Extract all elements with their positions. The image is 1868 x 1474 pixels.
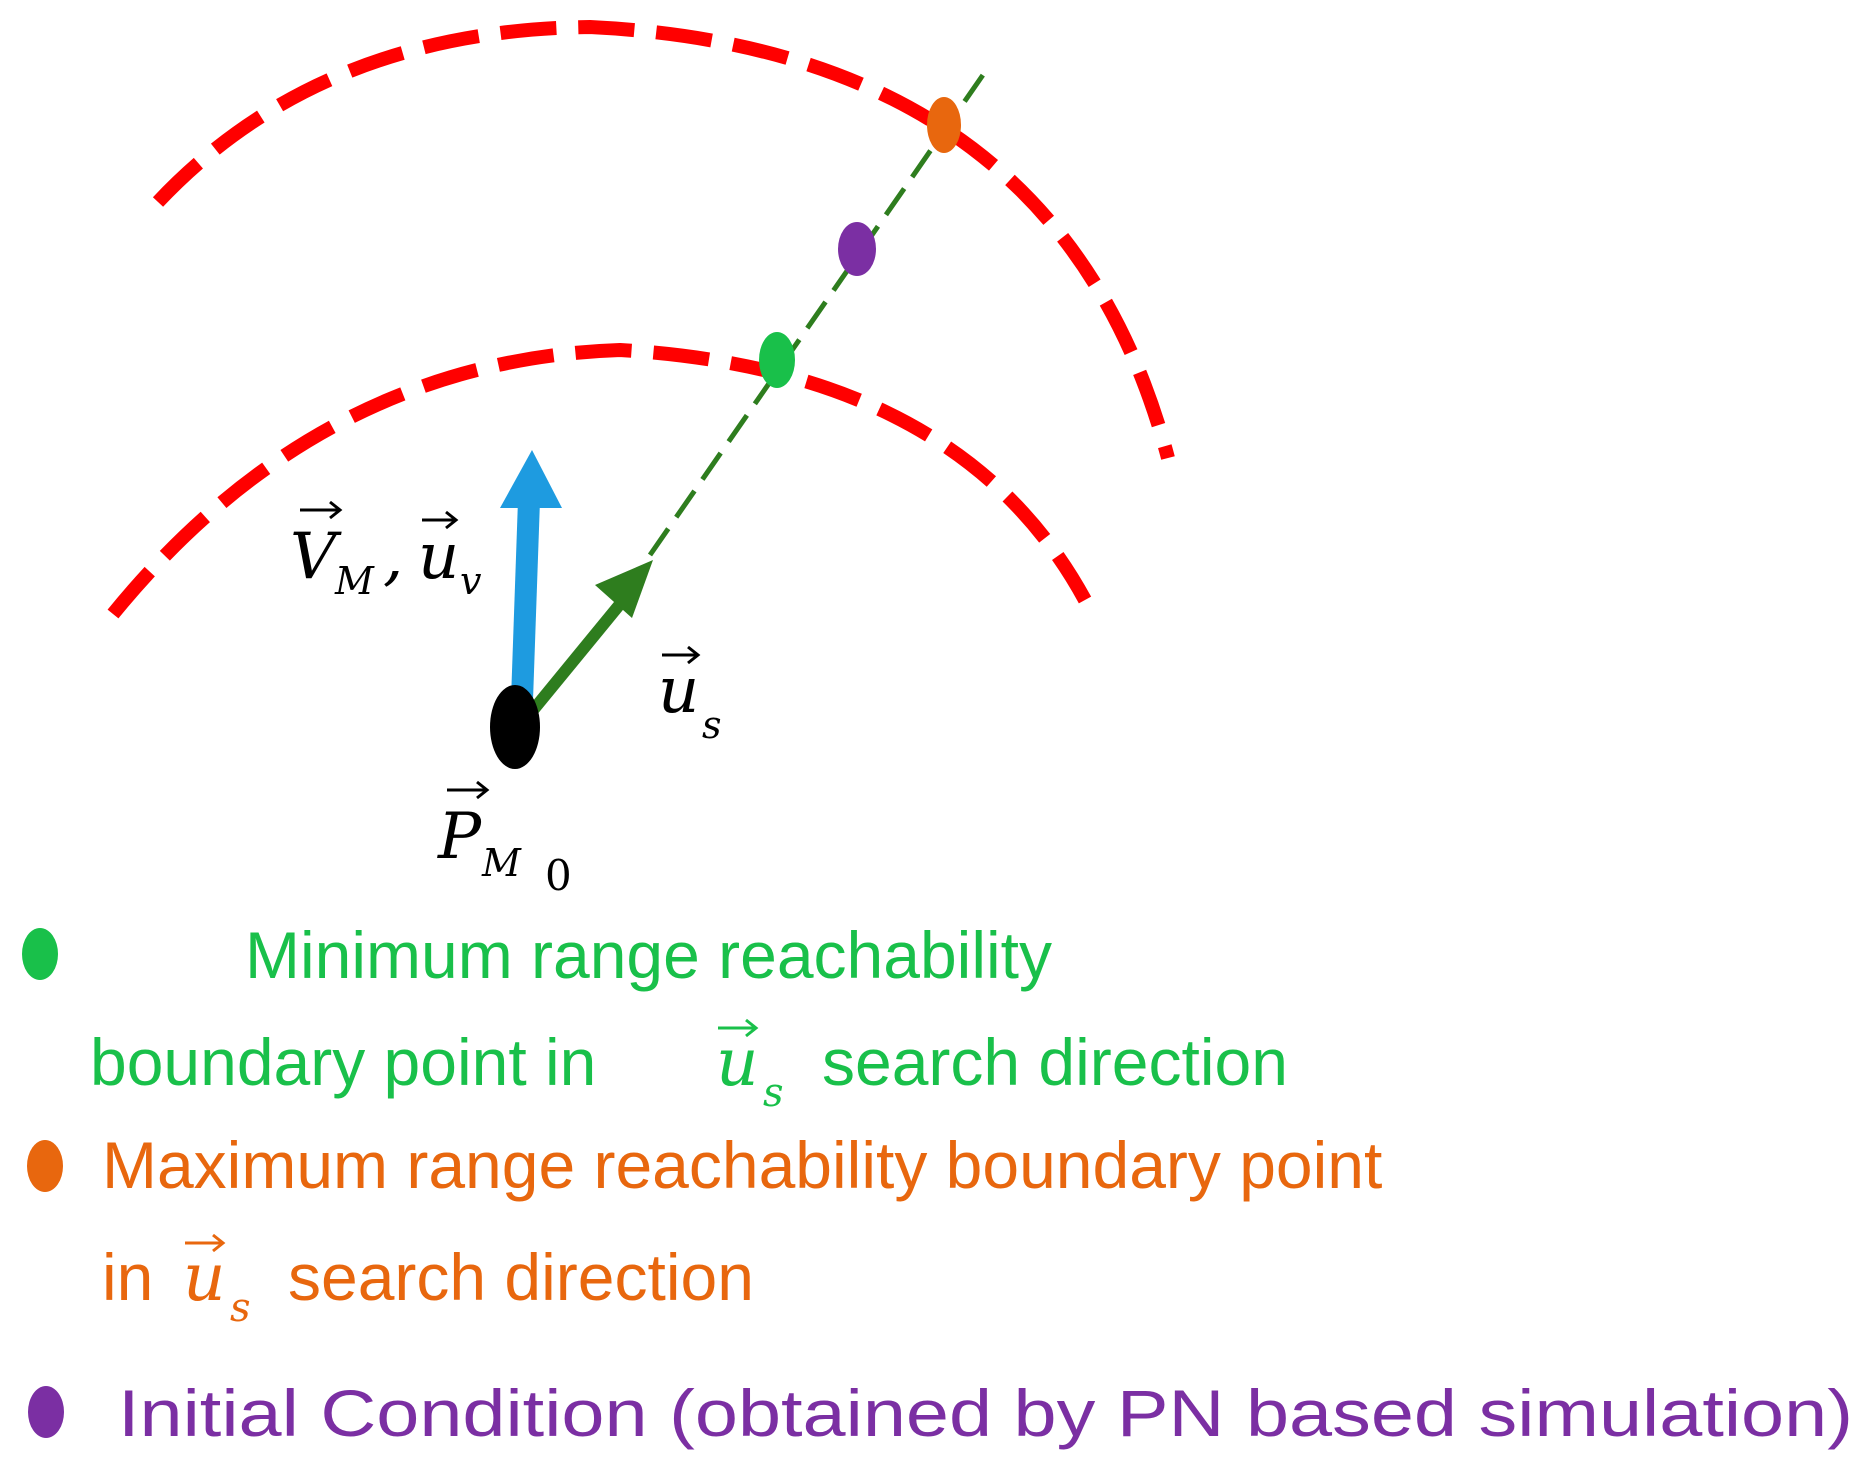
velocity-label-second-sub: v xyxy=(460,559,482,603)
min-range-point xyxy=(759,332,795,388)
initial-condition-point xyxy=(838,222,876,276)
vector-arrow-icon xyxy=(662,645,701,665)
search-label-main: u xyxy=(658,654,699,728)
search-direction-label: u s xyxy=(658,645,722,747)
position-label-sub2: 0 xyxy=(545,851,572,900)
initial-position-point xyxy=(490,685,540,769)
velocity-label-second: u xyxy=(418,520,459,594)
position-label-main: P xyxy=(437,800,482,874)
position-label-sub: M xyxy=(481,841,522,885)
search-direction-arrow-head xyxy=(595,560,653,618)
search-direction-line xyxy=(647,70,988,557)
legend-max-line2-pre: in xyxy=(102,1240,153,1314)
min-range-boundary-arc xyxy=(107,342,1092,619)
legend-max-line2-post: search direction xyxy=(288,1240,754,1314)
max-range-point xyxy=(927,97,961,153)
velocity-arrow-shaft xyxy=(511,499,540,701)
legend-min-line1: Minimum range reachability xyxy=(245,918,1052,992)
vector-arrow-icon xyxy=(185,1233,226,1253)
velocity-label-sub: M xyxy=(334,559,375,603)
search-direction-arrow-shaft xyxy=(520,594,630,724)
legend-max-vec: u xyxy=(183,1239,226,1316)
legend-min-line2-post: search direction xyxy=(822,1025,1288,1099)
legend-min-line2-pre: boundary point in xyxy=(90,1025,596,1099)
search-label-sub: s xyxy=(702,703,722,747)
legend-initial-line1: Initial Condition (obtained by PN based … xyxy=(118,1376,1853,1450)
legend-max-line1: Maximum range reachability boundary poin… xyxy=(102,1128,1382,1202)
vector-arrow-icon xyxy=(300,500,459,530)
velocity-label-sep: , xyxy=(383,520,403,594)
vector-arrow-icon xyxy=(447,780,490,800)
legend-max-vec-sub: s xyxy=(230,1285,251,1331)
vector-arrow-icon xyxy=(718,1018,759,1038)
legend-min-vec: u xyxy=(716,1024,759,1101)
max-range-boundary-arc xyxy=(152,19,1175,460)
legend-max-marker xyxy=(27,1140,63,1192)
legend-min-vec-sub: s xyxy=(763,1070,784,1116)
legend-initial-marker xyxy=(28,1386,64,1438)
velocity-arrow-head xyxy=(500,450,562,508)
legend-min-marker xyxy=(22,928,58,980)
position-label: P M 0 xyxy=(437,780,572,900)
legend: Minimum range reachability boundary poin… xyxy=(22,918,1853,1450)
velocity-label: V M , u v xyxy=(290,500,482,603)
velocity-label-main: V xyxy=(290,520,342,594)
